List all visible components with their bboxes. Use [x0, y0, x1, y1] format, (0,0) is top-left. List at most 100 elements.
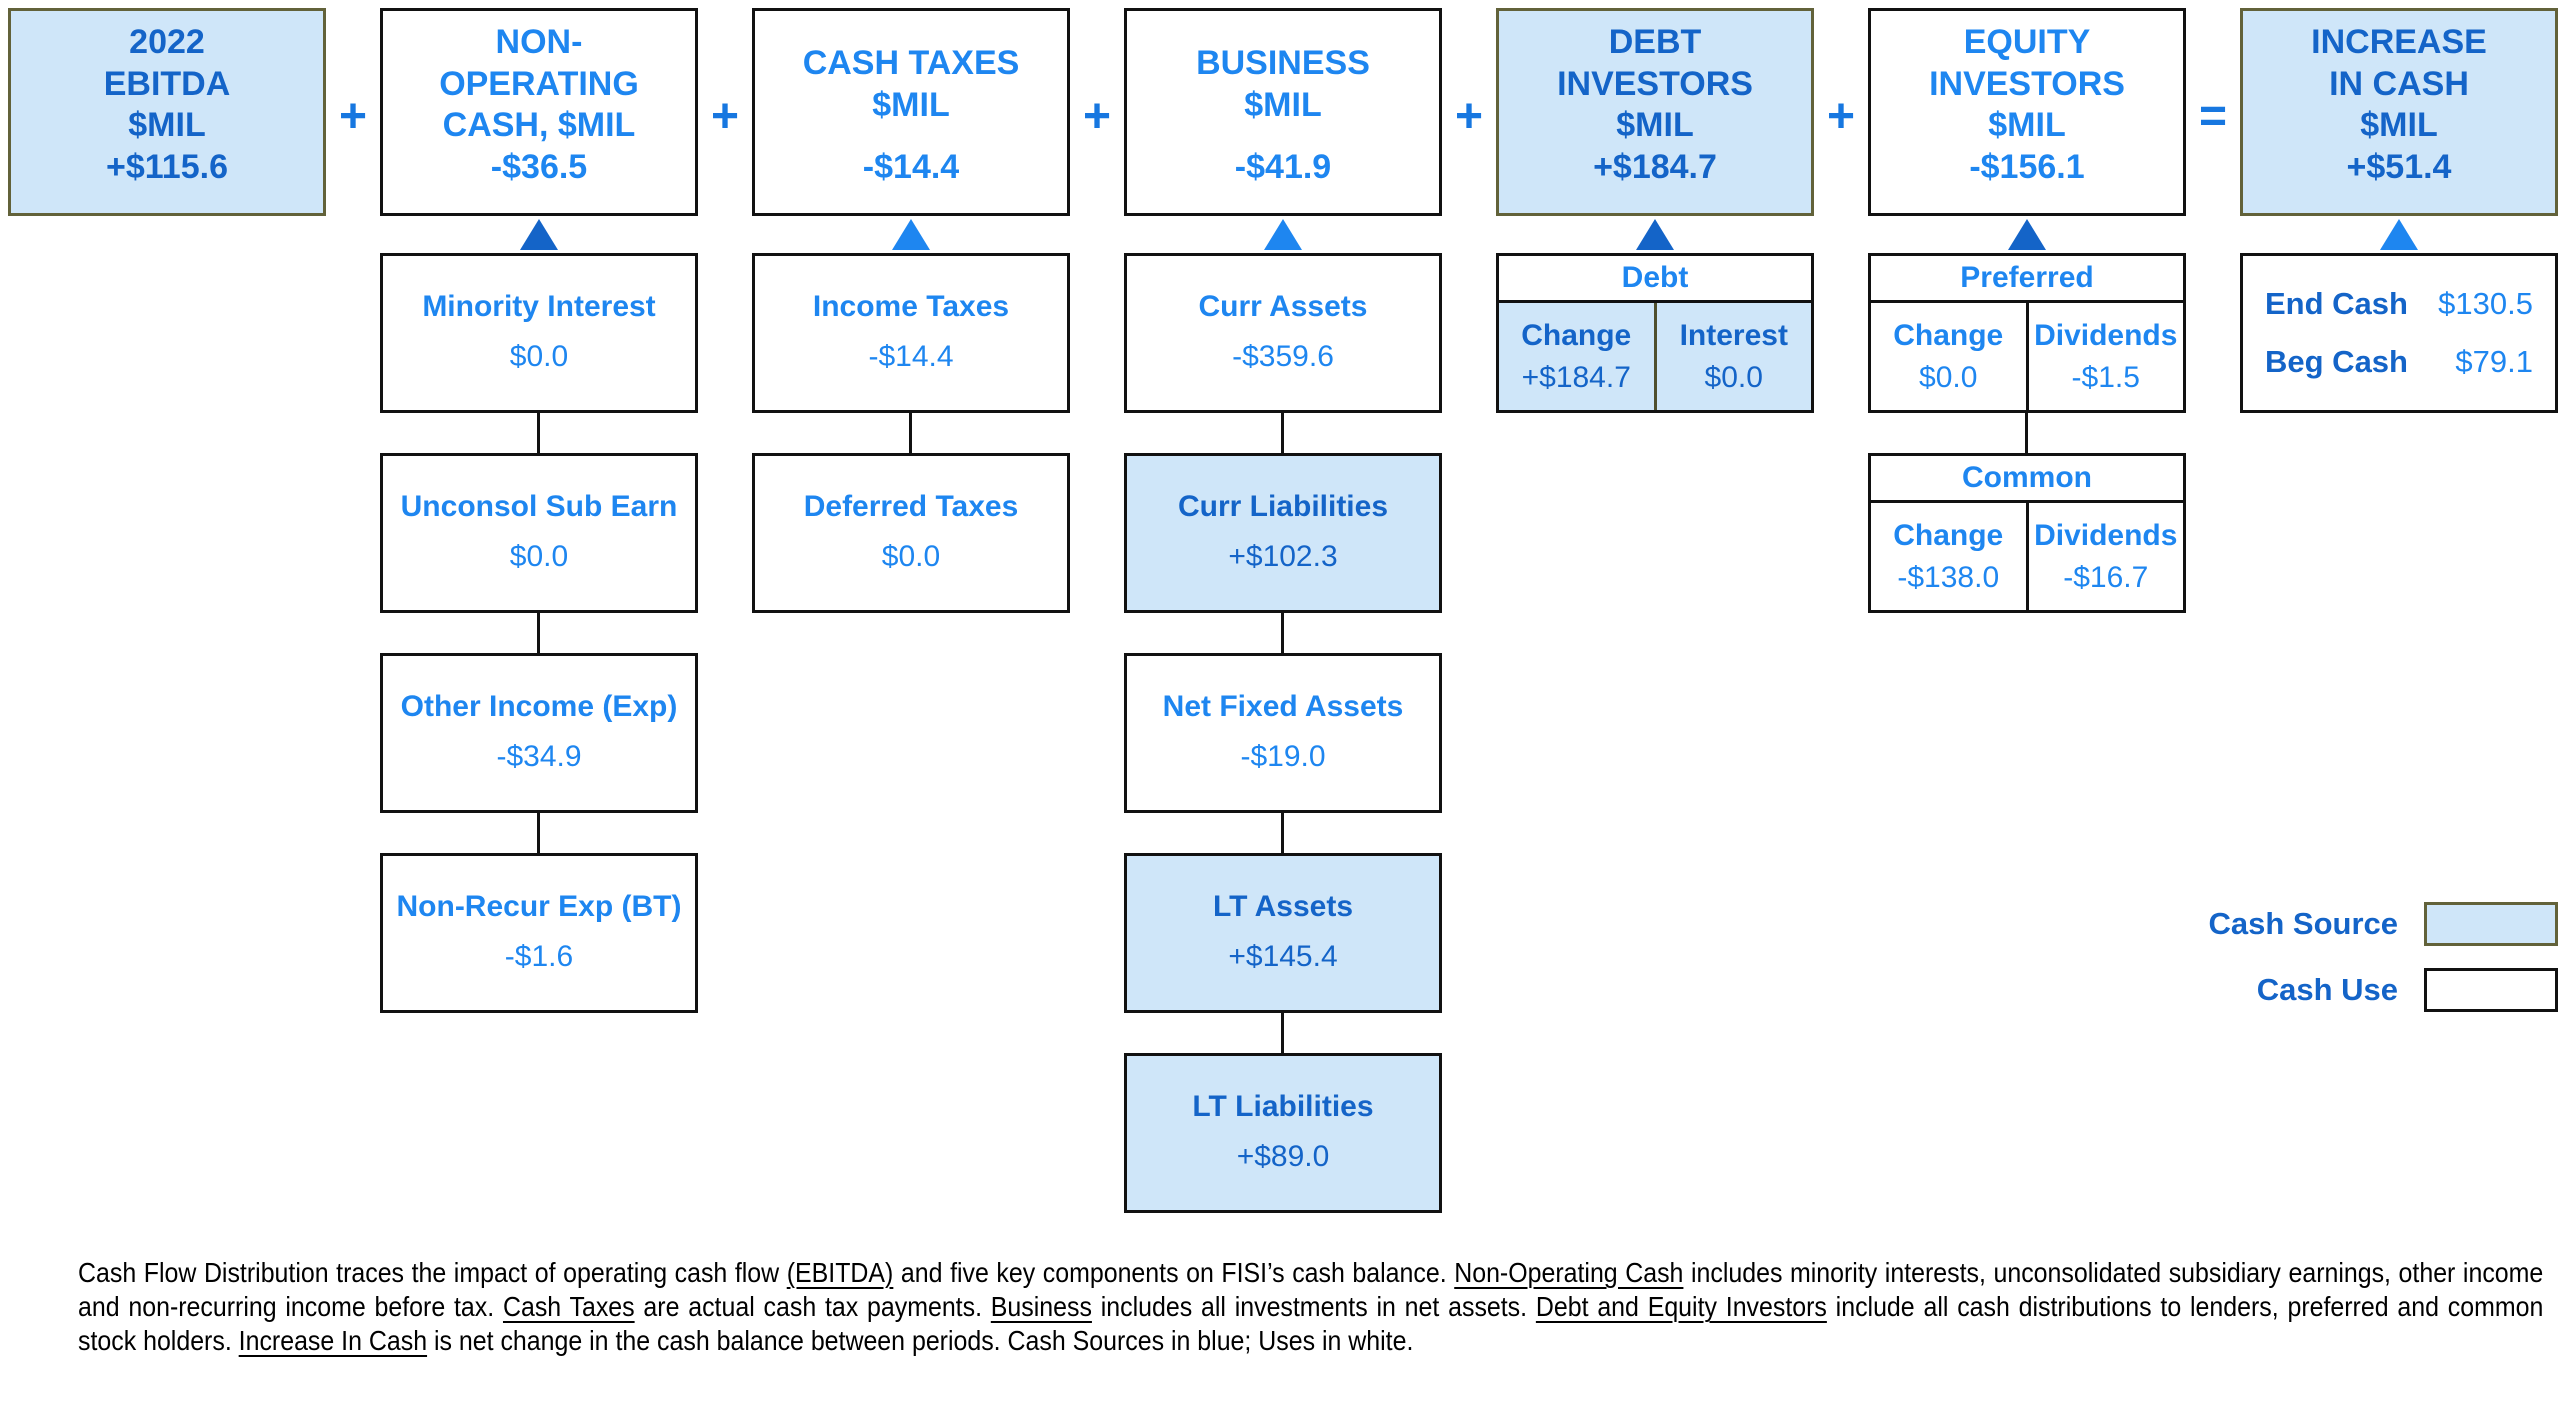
sub-label: Curr Assets: [1198, 290, 1368, 323]
preferred-table-body: Change $0.0 Dividends -$1.5: [1871, 303, 2183, 410]
end-cash-value: $130.5: [2438, 286, 2533, 321]
box-cash-taxes-value: -$14.4: [862, 148, 960, 186]
box-ebitda: 2022 EBITDA $MIL +$115.6: [8, 8, 326, 216]
cell-label: Change: [1521, 318, 1632, 352]
up-arrow-icon: [1264, 219, 1302, 250]
cash-balance-box: End Cash $130.5 Beg Cash $79.1: [2240, 253, 2558, 413]
box-increase-in-cash-value: +$51.4: [2346, 148, 2452, 186]
box-debt-investors: DEBT INVESTORS $MIL +$184.7: [1496, 8, 1814, 216]
plus-operator: +: [710, 90, 740, 143]
sub-label: Other Income (Exp): [400, 690, 678, 723]
box-cash-taxes: CASH TAXES $MIL -$14.4: [752, 8, 1070, 216]
cell-label: Interest: [1679, 318, 1788, 352]
up-arrow-icon: [520, 219, 558, 250]
sub-value: +$145.4: [1228, 940, 1338, 973]
cell-value: -$16.7: [2063, 560, 2149, 594]
common-table: Common Change -$138.0 Dividends -$16.7: [1868, 453, 2186, 613]
end-cash-label: End Cash: [2265, 286, 2408, 321]
footnote-text: are actual cash tax payments.: [634, 1291, 991, 1323]
box-ebitda-value: +$115.6: [106, 148, 228, 186]
sub-value: $0.0: [881, 540, 941, 573]
connector-line: [537, 613, 540, 653]
box-equity-investors-title: EQUITY INVESTORS $MIL: [1929, 23, 2125, 145]
sub-label: Income Taxes: [812, 290, 1010, 323]
cell-value: -$1.5: [2071, 360, 2140, 394]
debt-change-cell: Change +$184.7: [1499, 303, 1654, 410]
beg-cash-value: $79.1: [2455, 344, 2533, 379]
preferred-dividends-cell: Dividends -$1.5: [2025, 303, 2184, 410]
up-arrow-icon: [892, 219, 930, 250]
connector-line: [537, 413, 540, 453]
footnote-text: Cash Flow Distribution traces the impact…: [78, 1257, 787, 1288]
box-curr-assets: Curr Assets -$359.6: [1124, 253, 1442, 413]
footnote-text: includes minority interests, unconsolida…: [78, 1257, 2544, 1323]
connector-line: [1281, 613, 1284, 653]
box-business: BUSINESS $MIL -$41.9: [1124, 8, 1442, 216]
end-cash-row: End Cash $130.5: [2265, 286, 2533, 322]
box-net-fixed-assets: Net Fixed Assets -$19.0: [1124, 653, 1442, 813]
footnote-underlined-term: Cash Taxes: [502, 1291, 635, 1323]
box-minority-interest: Minority Interest $0.0: [380, 253, 698, 413]
box-other-income-exp: Other Income (Exp) -$34.9: [380, 653, 698, 813]
box-non-operating-title: NON- OPERATING CASH, $MIL: [439, 23, 639, 145]
beg-cash-label: Beg Cash: [2265, 344, 2408, 379]
box-debt-investors-value: +$184.7: [1593, 148, 1717, 186]
sub-label: Deferred Taxes: [803, 490, 1019, 523]
box-cash-taxes-title: CASH TAXES $MIL: [802, 44, 1020, 124]
sub-value: +$89.0: [1236, 1140, 1330, 1173]
connector-line: [1281, 1013, 1284, 1053]
box-increase-in-cash: INCREASE IN CASH $MIL +$51.4: [2240, 8, 2558, 216]
common-table-header: Common: [1871, 456, 2183, 503]
debt-table-body: Change +$184.7 Interest $0.0: [1499, 303, 1811, 410]
legend-cash-use: Cash Use: [1900, 966, 2558, 1014]
cell-label: Dividends: [2034, 518, 2178, 552]
sub-value: $0.0: [509, 540, 569, 573]
plus-operator: +: [1454, 90, 1484, 143]
box-lt-liabilities: LT Liabilities +$89.0: [1124, 1053, 1442, 1213]
footnote-underlined-term: Business: [990, 1291, 1092, 1323]
box-unconsol-sub-earn: Unconsol Sub Earn $0.0: [380, 453, 698, 613]
footnote-underlined-term: Non-Operating Cash: [1454, 1257, 1684, 1288]
cash-use-swatch: [2424, 968, 2558, 1012]
box-business-value: -$41.9: [1234, 148, 1332, 186]
box-equity-investors-value: -$156.1: [1969, 148, 2085, 186]
box-non-recur-exp-bt: Non-Recur Exp (BT) -$1.6: [380, 853, 698, 1013]
cell-label: Change: [1893, 318, 2004, 352]
cell-label: Dividends: [2034, 318, 2178, 352]
plus-operator: +: [1082, 90, 1112, 143]
debt-table: Debt Change +$184.7 Interest $0.0: [1496, 253, 1814, 413]
footnote-underlined-term: (EBITDA): [786, 1257, 894, 1288]
footnote-underlined-term: Debt and Equity Investors: [1535, 1291, 1827, 1323]
box-lt-assets: LT Assets +$145.4: [1124, 853, 1442, 1013]
sub-label: LT Liabilities: [1192, 1090, 1374, 1123]
legend-cash-use-label: Cash Use: [2256, 972, 2398, 1007]
box-equity-investors: EQUITY INVESTORS $MIL -$156.1: [1868, 8, 2186, 216]
connector-line: [2025, 413, 2028, 453]
beg-cash-row: Beg Cash $79.1: [2265, 344, 2533, 380]
cell-value: -$138.0: [1897, 560, 2000, 594]
debt-interest-cell: Interest $0.0: [1653, 303, 1812, 410]
cell-value: $0.0: [1919, 360, 1978, 394]
box-debt-investors-title: DEBT INVESTORS $MIL: [1557, 23, 1753, 145]
sub-label: Non-Recur Exp (BT): [396, 890, 682, 923]
footnote-text: includes all investments in net assets.: [1091, 1291, 1536, 1323]
sub-label: Curr Liabilities: [1177, 490, 1389, 523]
sub-value: -$19.0: [1240, 740, 1326, 773]
footnote-paragraph: Cash Flow Distribution traces the impact…: [78, 1256, 2543, 1358]
plus-operator: +: [1826, 90, 1856, 143]
connector-line: [537, 813, 540, 853]
plus-operator: +: [338, 90, 368, 143]
sub-value: -$14.4: [868, 340, 954, 373]
sub-value: -$359.6: [1232, 340, 1334, 373]
box-curr-liabilities: Curr Liabilities +$102.3: [1124, 453, 1442, 613]
sub-value: +$102.3: [1228, 540, 1338, 573]
box-ebitda-title: 2022 EBITDA $MIL: [103, 23, 231, 145]
up-arrow-icon: [2380, 219, 2418, 250]
box-increase-in-cash-title: INCREASE IN CASH $MIL: [2311, 23, 2487, 145]
footnote-text: include all cash distributions to lender…: [78, 1291, 2544, 1357]
sub-value: -$1.6: [504, 940, 574, 973]
debt-table-header: Debt: [1499, 256, 1811, 303]
sub-value: $0.0: [509, 340, 569, 373]
connector-line: [1281, 413, 1284, 453]
legend-cash-source: Cash Source: [1900, 900, 2558, 948]
